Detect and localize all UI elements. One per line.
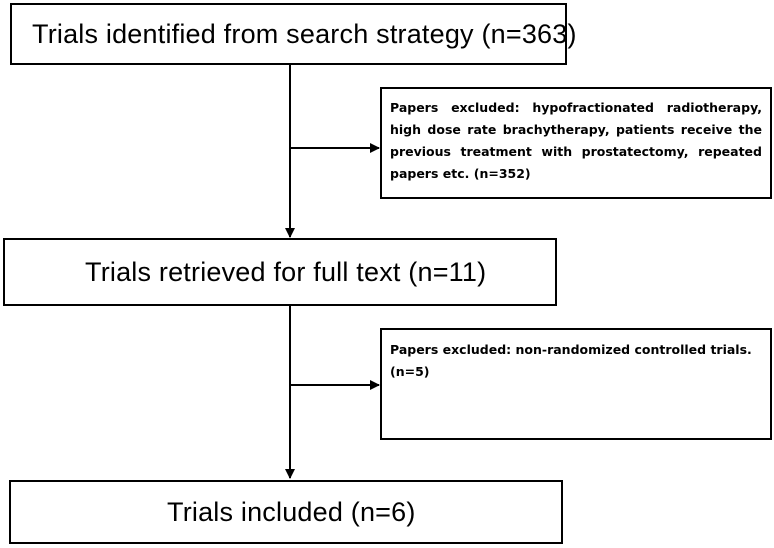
box-trials-retrieved-label: Trials retrieved for full text (n=11) bbox=[85, 256, 487, 287]
box-trials-included: Trials included (n=6) bbox=[9, 480, 563, 544]
box-papers-excluded-1: Papers excluded: hypofractionated radiot… bbox=[380, 87, 772, 199]
box-trials-included-label: Trials included (n=6) bbox=[167, 496, 416, 527]
box-papers-excluded-1-label: Papers excluded: hypofractionated radiot… bbox=[390, 100, 762, 181]
box-papers-excluded-2: Papers excluded: non-randomized controll… bbox=[380, 328, 772, 440]
box-papers-excluded-2-label: Papers excluded: non-randomized controll… bbox=[390, 342, 752, 379]
box-trials-retrieved: Trials retrieved for full text (n=11) bbox=[3, 238, 557, 306]
box-trials-identified-label: Trials identified from search strategy (… bbox=[32, 18, 577, 49]
box-trials-identified: Trials identified from search strategy (… bbox=[10, 3, 576, 65]
